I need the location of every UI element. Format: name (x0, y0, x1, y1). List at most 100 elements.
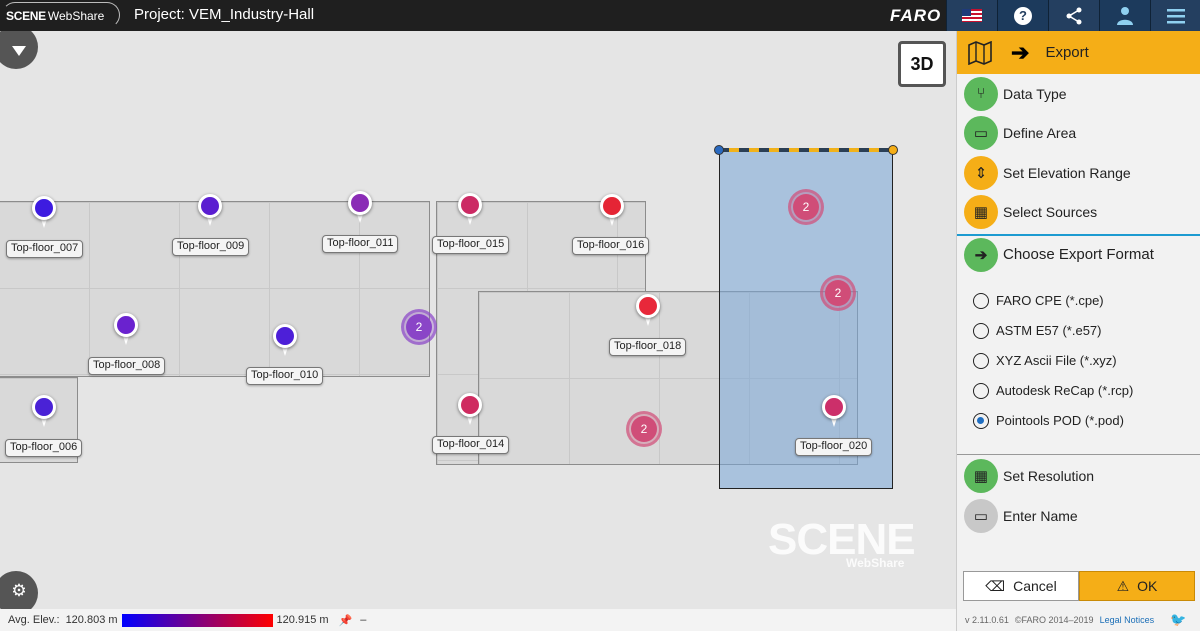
radio-button[interactable] (973, 322, 989, 339)
help-button[interactable]: ? (997, 0, 1048, 31)
pin-head (198, 194, 222, 218)
option-label: ASTM E57 (*.e57) (996, 323, 1102, 338)
option-label: FARO CPE (*.cpe) (996, 293, 1104, 308)
cluster-count: 2 (793, 194, 819, 220)
pin-label[interactable]: Top-floor_016 (572, 237, 650, 255)
divider (957, 453, 1200, 455)
pin-head (458, 393, 482, 417)
filter-button[interactable] (0, 31, 38, 69)
format-option-e57[interactable]: ASTM E57 (*.e57) (973, 316, 1200, 346)
scan-cluster[interactable]: 2 (626, 411, 662, 447)
settings-button[interactable]: ⚙ (0, 571, 38, 609)
step-label: Choose Export Format (1003, 246, 1154, 264)
pin-label[interactable]: Top-floor_018 (609, 338, 687, 356)
selection-handle-left[interactable] (714, 145, 724, 155)
us-flag-icon (962, 9, 982, 22)
help-icon: ? (1014, 6, 1032, 25)
scan-pin[interactable] (273, 324, 297, 356)
pin-head (636, 294, 660, 318)
pin-label[interactable]: Top-floor_007 (6, 240, 84, 258)
panel-actions: ⌫ Cancel ⚠ OK (963, 571, 1195, 601)
step-elevation-range[interactable]: ⇕ Set Elevation Range (957, 153, 1200, 193)
gear-icon: ⚙ (11, 581, 27, 600)
panel-title: Export (1045, 44, 1089, 61)
option-label: XYZ Ascii File (*.xyz) (996, 353, 1117, 368)
format-option-pod[interactable]: Pointools POD (*.pod) (973, 406, 1200, 436)
selection-handle-right[interactable] (888, 145, 898, 155)
radio-button-selected[interactable] (973, 412, 989, 429)
scan-pin[interactable] (636, 294, 660, 326)
step-label: Set Elevation Range (1003, 164, 1131, 181)
floor-area (0, 201, 430, 377)
cluster-count: 2 (631, 416, 657, 442)
scan-pin[interactable] (114, 313, 138, 345)
version: v 2.11.0.61 (965, 615, 1009, 625)
pin-label[interactable]: Top-floor_008 (88, 357, 166, 375)
pin-label[interactable]: Top-floor_011 (322, 235, 399, 253)
scan-pin[interactable] (822, 395, 846, 427)
pin-head (348, 191, 372, 215)
scan-cluster[interactable]: 2 (401, 309, 437, 345)
data-type-icon: ⑂ (964, 76, 998, 111)
pin-head (32, 196, 56, 220)
scan-cluster[interactable]: 2 (788, 189, 824, 225)
ok-button[interactable]: ⚠ OK (1079, 571, 1195, 601)
step-export-format[interactable]: ➔ Choose Export Format (957, 234, 1200, 274)
step-define-area[interactable]: ▭ Define Area (957, 114, 1200, 154)
cancel-label: Cancel (1013, 578, 1057, 594)
selection-edge[interactable] (719, 148, 893, 152)
twitter-icon[interactable]: 🐦 (1170, 612, 1187, 627)
pin-label[interactable]: Top-floor_006 (5, 439, 83, 457)
step-select-sources[interactable]: ▦ Select Sources (957, 193, 1200, 233)
sources-icon: ▦ (964, 195, 998, 230)
pin-label[interactable]: Top-floor_014 (432, 436, 510, 454)
ok-label: OK (1137, 578, 1158, 594)
format-option-rcp[interactable]: Autodesk ReCap (*.rcp) (973, 376, 1200, 406)
legal-notices-link[interactable]: Legal Notices (1099, 615, 1155, 625)
radio-button[interactable] (973, 292, 989, 309)
elevation-gradient (121, 613, 273, 627)
scan-pin[interactable] (32, 196, 56, 228)
pin-label[interactable]: Top-floor_010 (246, 367, 324, 385)
project-title: Project: VEM_Industry-Hall (134, 6, 315, 23)
scan-pin[interactable] (458, 393, 482, 425)
option-label: Autodesk ReCap (*.rcp) (996, 383, 1134, 398)
step-enter-name[interactable]: ▭ Enter Name (957, 496, 1200, 536)
share-button[interactable] (1048, 0, 1099, 31)
radio-button[interactable] (973, 382, 989, 399)
cluster-count: 2 (406, 314, 432, 340)
step-data-type[interactable]: ⑂ Data Type (957, 74, 1200, 114)
format-option-xyz[interactable]: XYZ Ascii File (*.xyz) (973, 346, 1200, 376)
scan-pin[interactable] (600, 194, 624, 226)
scan-pin[interactable] (458, 193, 482, 225)
scan-pin[interactable] (32, 395, 56, 427)
cancel-button[interactable]: ⌫ Cancel (963, 571, 1079, 601)
menu-button[interactable] (1150, 0, 1200, 31)
name-icon: ▭ (964, 498, 998, 533)
pin-label[interactable]: Top-floor_009 (172, 238, 250, 256)
panel-header: ➔ Export (957, 31, 1200, 74)
toggle-3d-button[interactable]: 3D (898, 41, 946, 87)
pin-icon: 📌 (338, 614, 353, 627)
resolution-icon: ▦ (964, 459, 998, 494)
pin-head (458, 193, 482, 217)
brand-logo: SCENE WebShare (2, 2, 120, 28)
scan-pin[interactable] (198, 194, 222, 226)
user-button[interactable] (1099, 0, 1150, 31)
step-set-resolution[interactable]: ▦ Set Resolution (957, 457, 1200, 497)
pin-head (600, 194, 624, 218)
scan-cluster[interactable]: 2 (820, 275, 856, 311)
pin-label[interactable]: Top-floor_020 (795, 438, 873, 456)
pin-head (114, 313, 138, 337)
floor-plan-map[interactable]: 3D ⚙ Top-floor_007 Top-floor_009 Top-flo… (0, 31, 956, 609)
radio-button[interactable] (973, 352, 989, 369)
pin-head (273, 324, 297, 348)
language-button[interactable] (946, 0, 997, 31)
pin-label[interactable]: Top-floor_015 (432, 236, 510, 254)
panel-footer: v 2.11.0.61 ©FARO 2014–2019 Legal Notice… (965, 612, 1186, 628)
scan-pin[interactable] (348, 191, 372, 223)
format-option-cpe[interactable]: FARO CPE (*.cpe) (973, 286, 1200, 316)
brand-webshare: WebShare (47, 8, 105, 23)
step-label: Data Type (1003, 85, 1067, 102)
share-icon (1066, 7, 1082, 24)
